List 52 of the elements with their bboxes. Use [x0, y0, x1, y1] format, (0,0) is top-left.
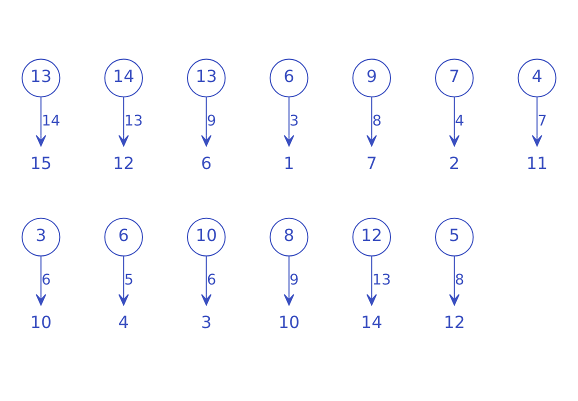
node-text: 3	[200, 311, 212, 332]
node-text: 14	[361, 311, 382, 332]
arrow	[118, 256, 129, 305]
node-circle: 6	[270, 58, 308, 97]
node-text: 1	[284, 152, 294, 172]
arrow	[36, 256, 46, 305]
arrow	[449, 96, 460, 146]
node-text: 15	[30, 152, 52, 172]
edge-label: 8	[454, 270, 464, 288]
arrow	[532, 96, 542, 146]
node-text: 10	[278, 311, 300, 332]
arrow	[118, 96, 129, 146]
node-circle: 14	[104, 58, 143, 97]
edge-label: 6	[42, 270, 51, 288]
node-circle: 7	[435, 58, 474, 97]
arrow	[284, 96, 294, 146]
node-text: 6	[200, 152, 212, 172]
node-circle: 9	[352, 58, 392, 97]
arrow	[201, 256, 212, 305]
node-circle: 13	[22, 58, 60, 97]
arrow	[36, 96, 46, 146]
arrow	[366, 256, 377, 305]
node-text: 4	[118, 311, 129, 332]
edge-label: 7	[538, 112, 547, 129]
edge-label: 13	[124, 112, 143, 129]
node-text: 10	[30, 311, 52, 332]
node-circle: 4	[518, 58, 556, 97]
edge-label: 8	[372, 112, 382, 129]
edge-label: 3	[290, 112, 299, 129]
edge-label: 6	[206, 270, 216, 288]
node-circle: 12	[352, 217, 392, 256]
node-circle: 13	[186, 58, 226, 97]
edge-label: 4	[454, 112, 464, 129]
edge-label: 9	[206, 112, 216, 129]
arrow	[201, 96, 212, 146]
edge-label: 13	[372, 270, 391, 288]
node-circle: 6	[104, 217, 143, 256]
node-circle: 8	[270, 217, 308, 256]
edge-label: 9	[290, 270, 299, 288]
edge-label: 5	[124, 270, 134, 288]
node-circle: 5	[435, 217, 474, 256]
node-text: 11	[526, 152, 548, 172]
node-text: 12	[112, 152, 134, 172]
arrow	[284, 256, 294, 305]
node-text: 2	[449, 152, 460, 172]
node-circle: 10	[186, 217, 226, 256]
node-circle: 3	[22, 217, 60, 256]
edge-label: 14	[42, 112, 60, 129]
node-text: 7	[366, 152, 378, 172]
node-text: 12	[444, 311, 466, 332]
arrow	[366, 96, 377, 146]
arrow	[449, 256, 460, 305]
